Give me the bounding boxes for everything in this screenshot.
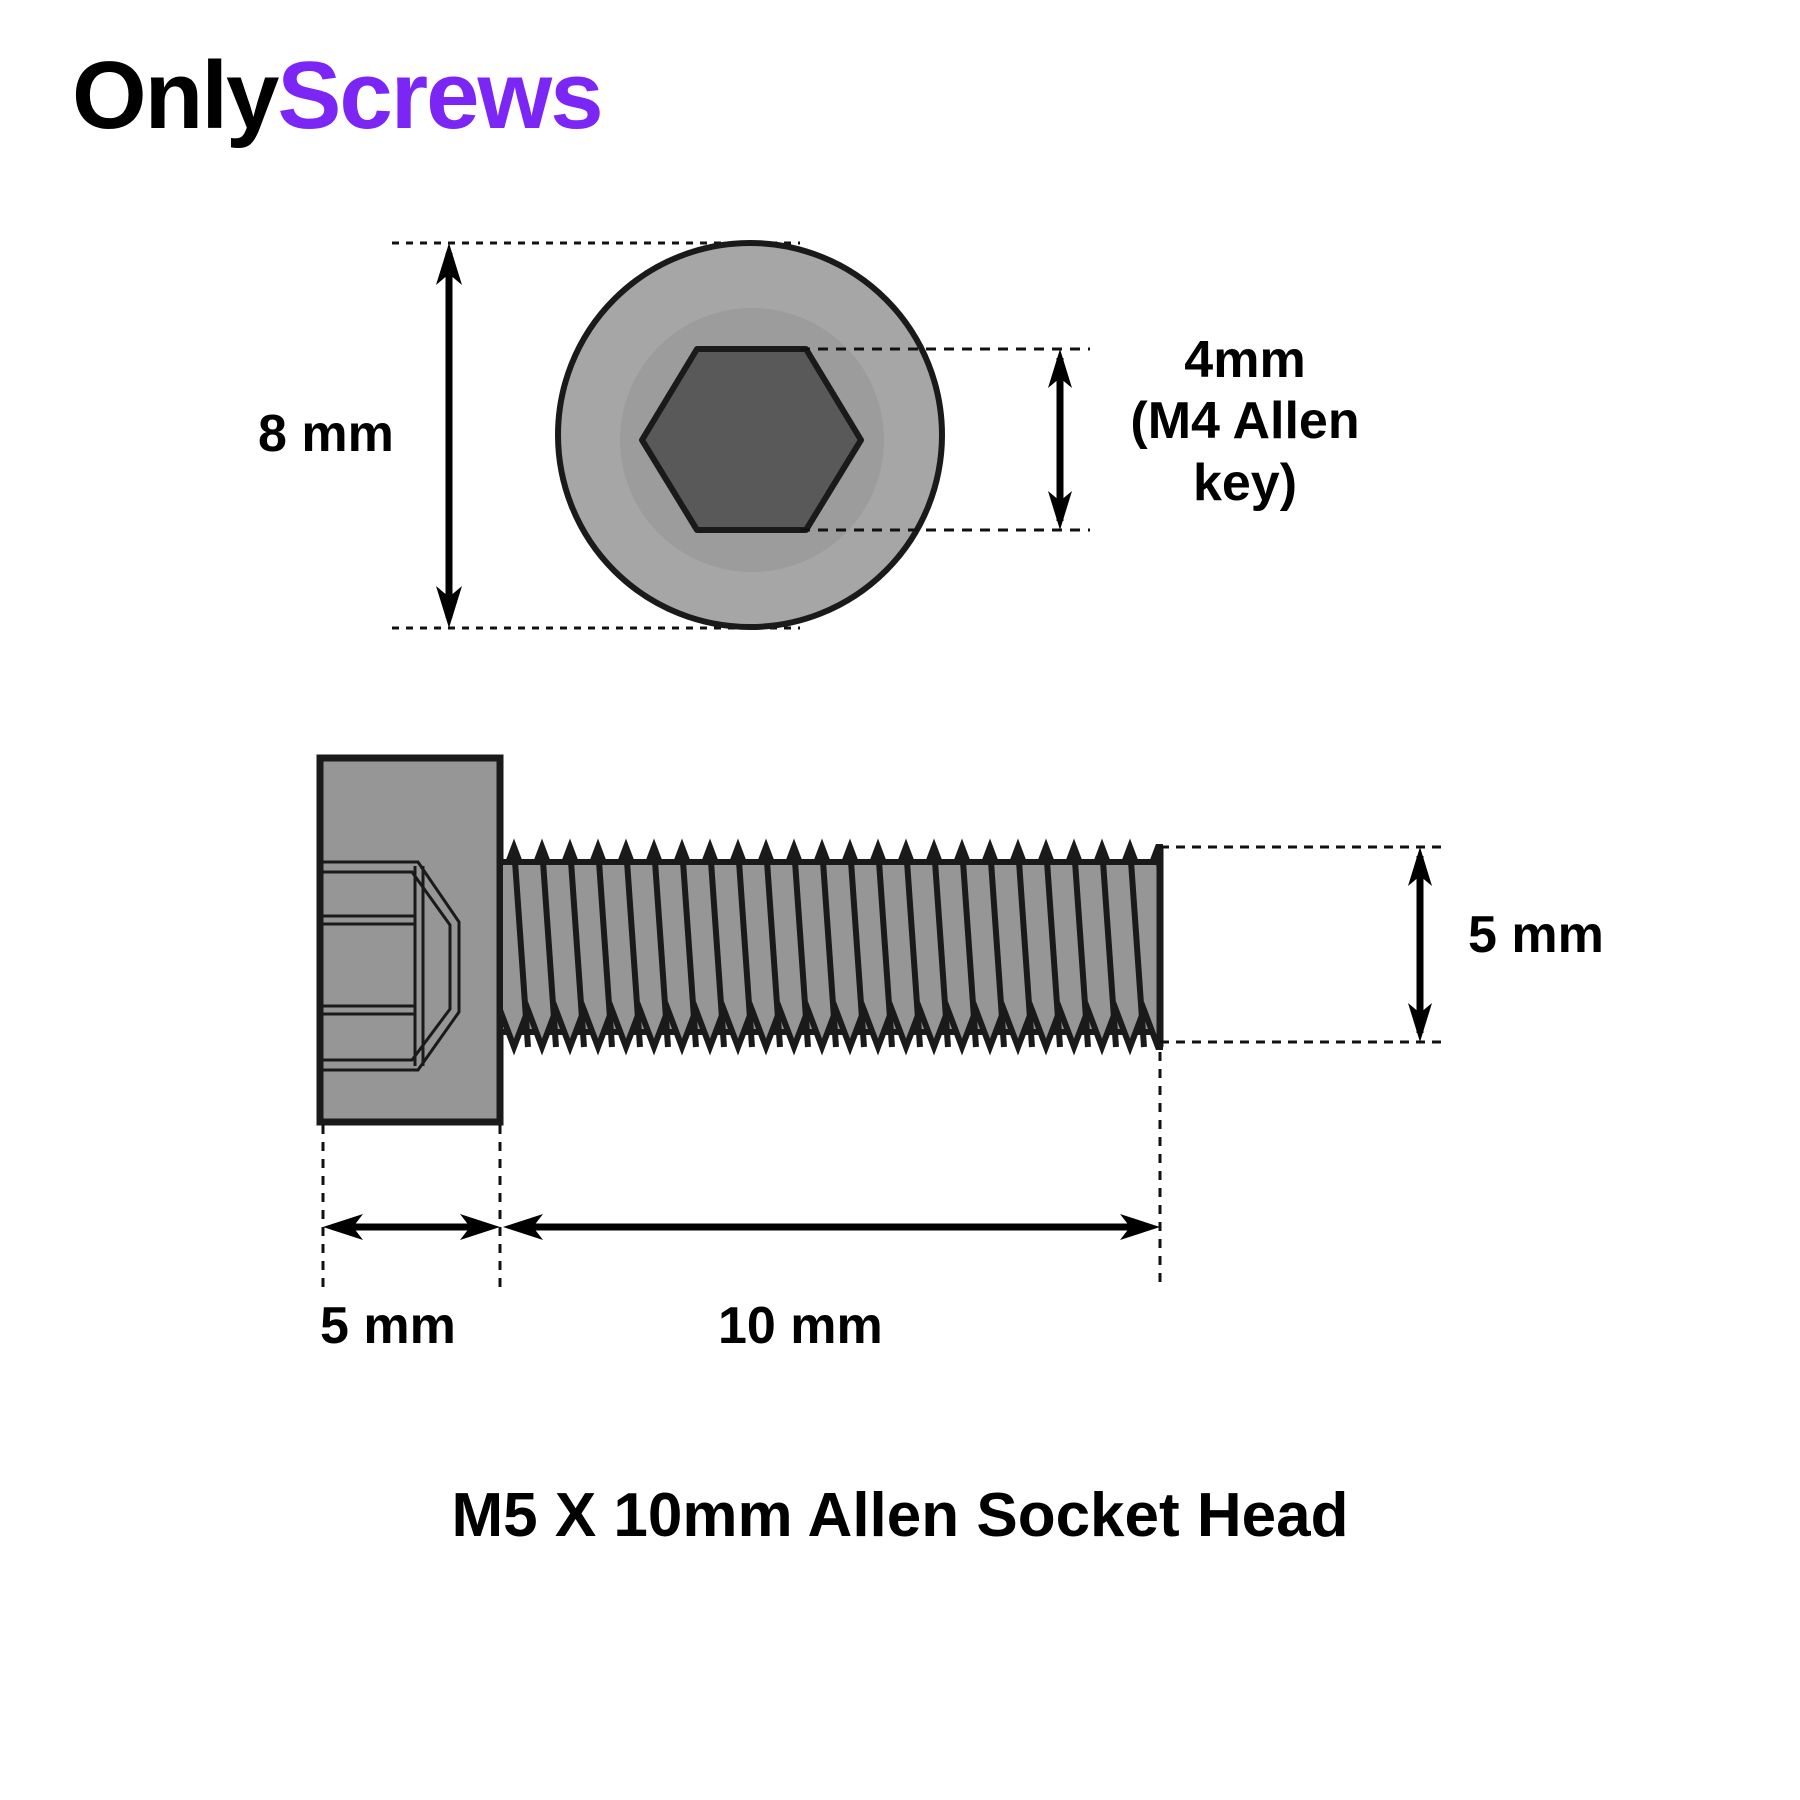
- dimension-label-head-diameter: 8 mm: [258, 405, 394, 463]
- side-view-group: [316, 754, 1445, 1288]
- dimension-label-thread-length: 10 mm: [718, 1297, 883, 1355]
- dimension-arrow-head-length: [323, 1214, 500, 1240]
- brand-logo: OnlyScrews: [72, 48, 604, 144]
- dimension-arrow-thread-length: [503, 1214, 1160, 1240]
- dimension-arrow-thread-diameter: [1408, 847, 1432, 1042]
- socket-bore-detail: [320, 860, 461, 1072]
- top-view-group: [392, 240, 1090, 630]
- thread-helix-lines: [511, 846, 1163, 1048]
- dimension-label-socket-size-line1: 4mm: [1184, 331, 1306, 389]
- dimension-label-socket-size: 4mm (M4 Allen key): [1095, 330, 1395, 514]
- product-caption: M5 X 10mm Allen Socket Head: [451, 1481, 1349, 1550]
- dimension-arrow-head-diameter: [436, 243, 462, 628]
- dimension-label-socket-size-line2: (M4 Allen: [1130, 392, 1360, 451]
- dimension-label-head-length: 5 mm: [320, 1297, 456, 1355]
- screw-head-body: [316, 754, 504, 1126]
- dimension-label-thread-diameter: 5 mm: [1468, 906, 1604, 964]
- brand-logo-text-accent: Screws: [277, 42, 603, 149]
- dimension-label-socket-size-line3: key): [1192, 453, 1298, 512]
- brand-logo-text-primary: Only: [72, 42, 279, 149]
- dimension-arrow-socket-size: [1048, 349, 1072, 530]
